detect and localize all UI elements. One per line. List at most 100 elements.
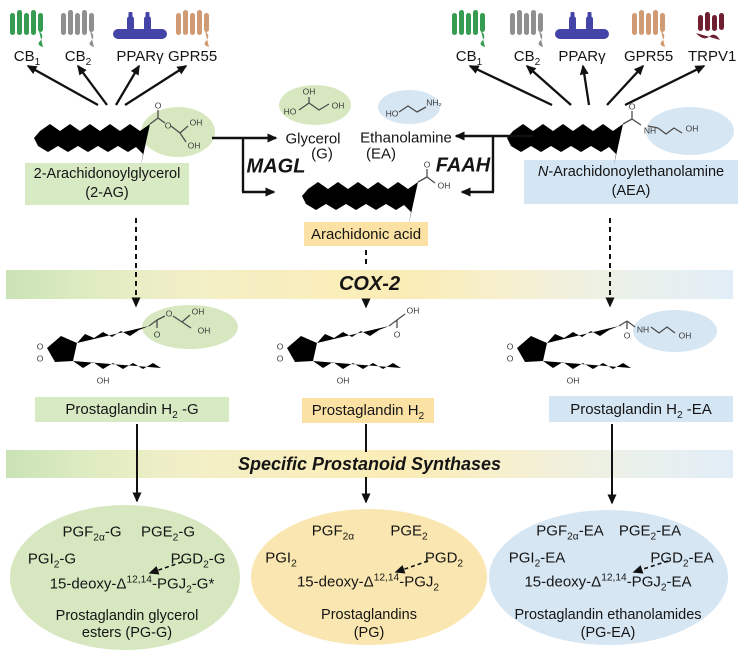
svg-text:OH: OH (303, 86, 316, 96)
svg-text:OH: OH (407, 305, 420, 315)
gpcr-icon (452, 10, 485, 47)
svg-text:OH: OH (198, 325, 211, 335)
svg-text:O: O (624, 330, 631, 340)
label-pgh2-g: Prostaglandin H2 -G (35, 397, 229, 422)
receptor-label: CB2 (513, 48, 541, 68)
receptor-label: GPR55 (168, 48, 218, 65)
product-item: PGE2 (390, 522, 428, 543)
svg-text:OH: OH (332, 100, 345, 110)
svg-text:HO: HO (386, 108, 399, 118)
product-item: 15-deoxy-Δ12,14-PGJ2 (296, 572, 440, 594)
receptor-pparg-left: PPARγ (106, 6, 174, 65)
aea-abbr: (AEA) (611, 183, 651, 199)
svg-text:OH: OH (567, 375, 580, 385)
product-caption: Prostaglandin glycerol (55, 608, 199, 624)
pgh2-core-mid (281, 326, 401, 375)
receptor-trpv1-right: TRPV1 (688, 6, 736, 65)
product-item: PGF2α-G (62, 523, 122, 544)
glycerol-abbr: (G) (311, 145, 333, 163)
product-item: PGF2α (311, 522, 355, 543)
ion-channel-icon (696, 12, 725, 40)
svg-text:O: O (165, 120, 172, 130)
label-arachidonic-acid: Arachidonic acid (304, 222, 428, 246)
ethanolamine-label: Ethanolamine (360, 129, 452, 147)
magl-label: MAGL (246, 155, 306, 178)
product-ellipse-pg-ea: PGF2α-EA PGE2-EA PGI2-EA PGD2-EA 15-deox… (489, 510, 728, 645)
product-ellipse-pg: PGF2α PGE2 PGI2 PGD2 15-deoxy-Δ12,14-PGJ… (251, 509, 487, 645)
receptor-label: CB2 (64, 48, 92, 68)
receptor-label: GPR55 (624, 48, 674, 65)
cox2-band-label: COX-2 (338, 273, 401, 295)
product-caption: (PG-EA) (580, 625, 636, 641)
svg-text:O: O (629, 101, 636, 111)
glycerol-highlight (279, 85, 351, 125)
product-item: PGE2-G (140, 523, 196, 544)
receptor-cb2-left: CB2 (58, 6, 98, 68)
svg-text:HO: HO (284, 106, 297, 116)
receptor-cb1-left: CB1 (7, 6, 47, 68)
product-item: 15-deoxy-Δ12,14-PGJ2-G* (49, 574, 215, 596)
synthases-band-label: Specific Prostanoid Synthases (237, 453, 502, 474)
2ag-glycerol-highlight (141, 107, 215, 157)
label-aea: N-Arachidonoylethanolamine (AEA) (524, 160, 738, 204)
svg-text:O: O (37, 353, 44, 363)
product-item: PGI2-EA (508, 549, 566, 570)
receptor-label: PPARγ (558, 48, 606, 65)
aea-ethanolamide-highlight (646, 107, 734, 155)
svg-text:O: O (394, 329, 401, 339)
pgh2ea-ethanolamide-highlight (633, 310, 717, 352)
svg-text:OH: OH (190, 117, 203, 127)
svg-text:NH: NH (637, 324, 649, 334)
cox2-band: COX-2 (6, 270, 733, 299)
2ag-name: 2-Arachidonoylglycerol (33, 166, 181, 182)
product-item: PGD2-EA (650, 549, 714, 570)
product-caption: esters (PG-G) (81, 625, 173, 641)
svg-text:O: O (155, 100, 162, 110)
svg-text:O: O (166, 308, 173, 318)
receptor-label: CB1 (13, 48, 41, 68)
aea-chain (507, 124, 623, 165)
receptor-gpr55-right: GPR55 (624, 6, 673, 65)
pgh2g-core (41, 326, 161, 375)
product-item: PGI2 (265, 549, 297, 570)
glycerol-label: Glycerol (285, 130, 341, 148)
label-pgh2: Prostaglandin H2 (302, 398, 434, 423)
svg-text:O: O (424, 159, 431, 169)
svg-text:O: O (37, 341, 44, 351)
ethanolamine-highlight (378, 90, 440, 124)
2ag-chain (34, 124, 150, 165)
product-caption: Prostaglandin ethanolamides (514, 607, 702, 623)
product-caption: (PG) (353, 625, 385, 641)
nuclear-receptor-icon (106, 12, 174, 39)
gpcr-icon (61, 10, 94, 47)
receptor-label: CB1 (455, 48, 483, 68)
svg-text:O: O (507, 341, 514, 351)
pgh2g-glycerol-highlight (142, 305, 238, 349)
svg-text:O: O (277, 353, 284, 363)
ethanolamine-abbr: (EA) (366, 145, 396, 163)
svg-text:NH: NH (644, 125, 656, 135)
gpcr-icon (631, 10, 665, 47)
svg-text:NH₂: NH₂ (426, 97, 442, 107)
2ag-abbr: (2-AG) (85, 185, 129, 201)
receptor-fan-arrows (26, 64, 706, 107)
product-item: PGE2-EA (618, 522, 682, 543)
gpcr-icon (175, 10, 209, 47)
svg-text:OH: OH (188, 140, 201, 150)
receptor-cb2-right: CB2 (507, 6, 547, 68)
svg-text:O: O (154, 329, 161, 339)
faah-label: FAAH (435, 154, 491, 177)
nuclear-receptor-icon (548, 12, 616, 39)
aa-chain (302, 182, 418, 223)
svg-text:OH: OH (192, 306, 205, 316)
pgh2ea-core (511, 326, 631, 375)
svg-text:OH: OH (337, 375, 350, 385)
gpcr-icon (510, 10, 543, 47)
label-2ag: 2-Arachidonoylglycerol (2-AG) (25, 163, 189, 205)
svg-text:OH: OH (679, 330, 692, 340)
receptor-label: PPARγ (116, 48, 164, 65)
synthases-band: Specific Prostanoid Synthases (6, 450, 733, 478)
product-item: PGF2α-EA (536, 522, 604, 543)
headgroup-highlights (141, 85, 734, 352)
